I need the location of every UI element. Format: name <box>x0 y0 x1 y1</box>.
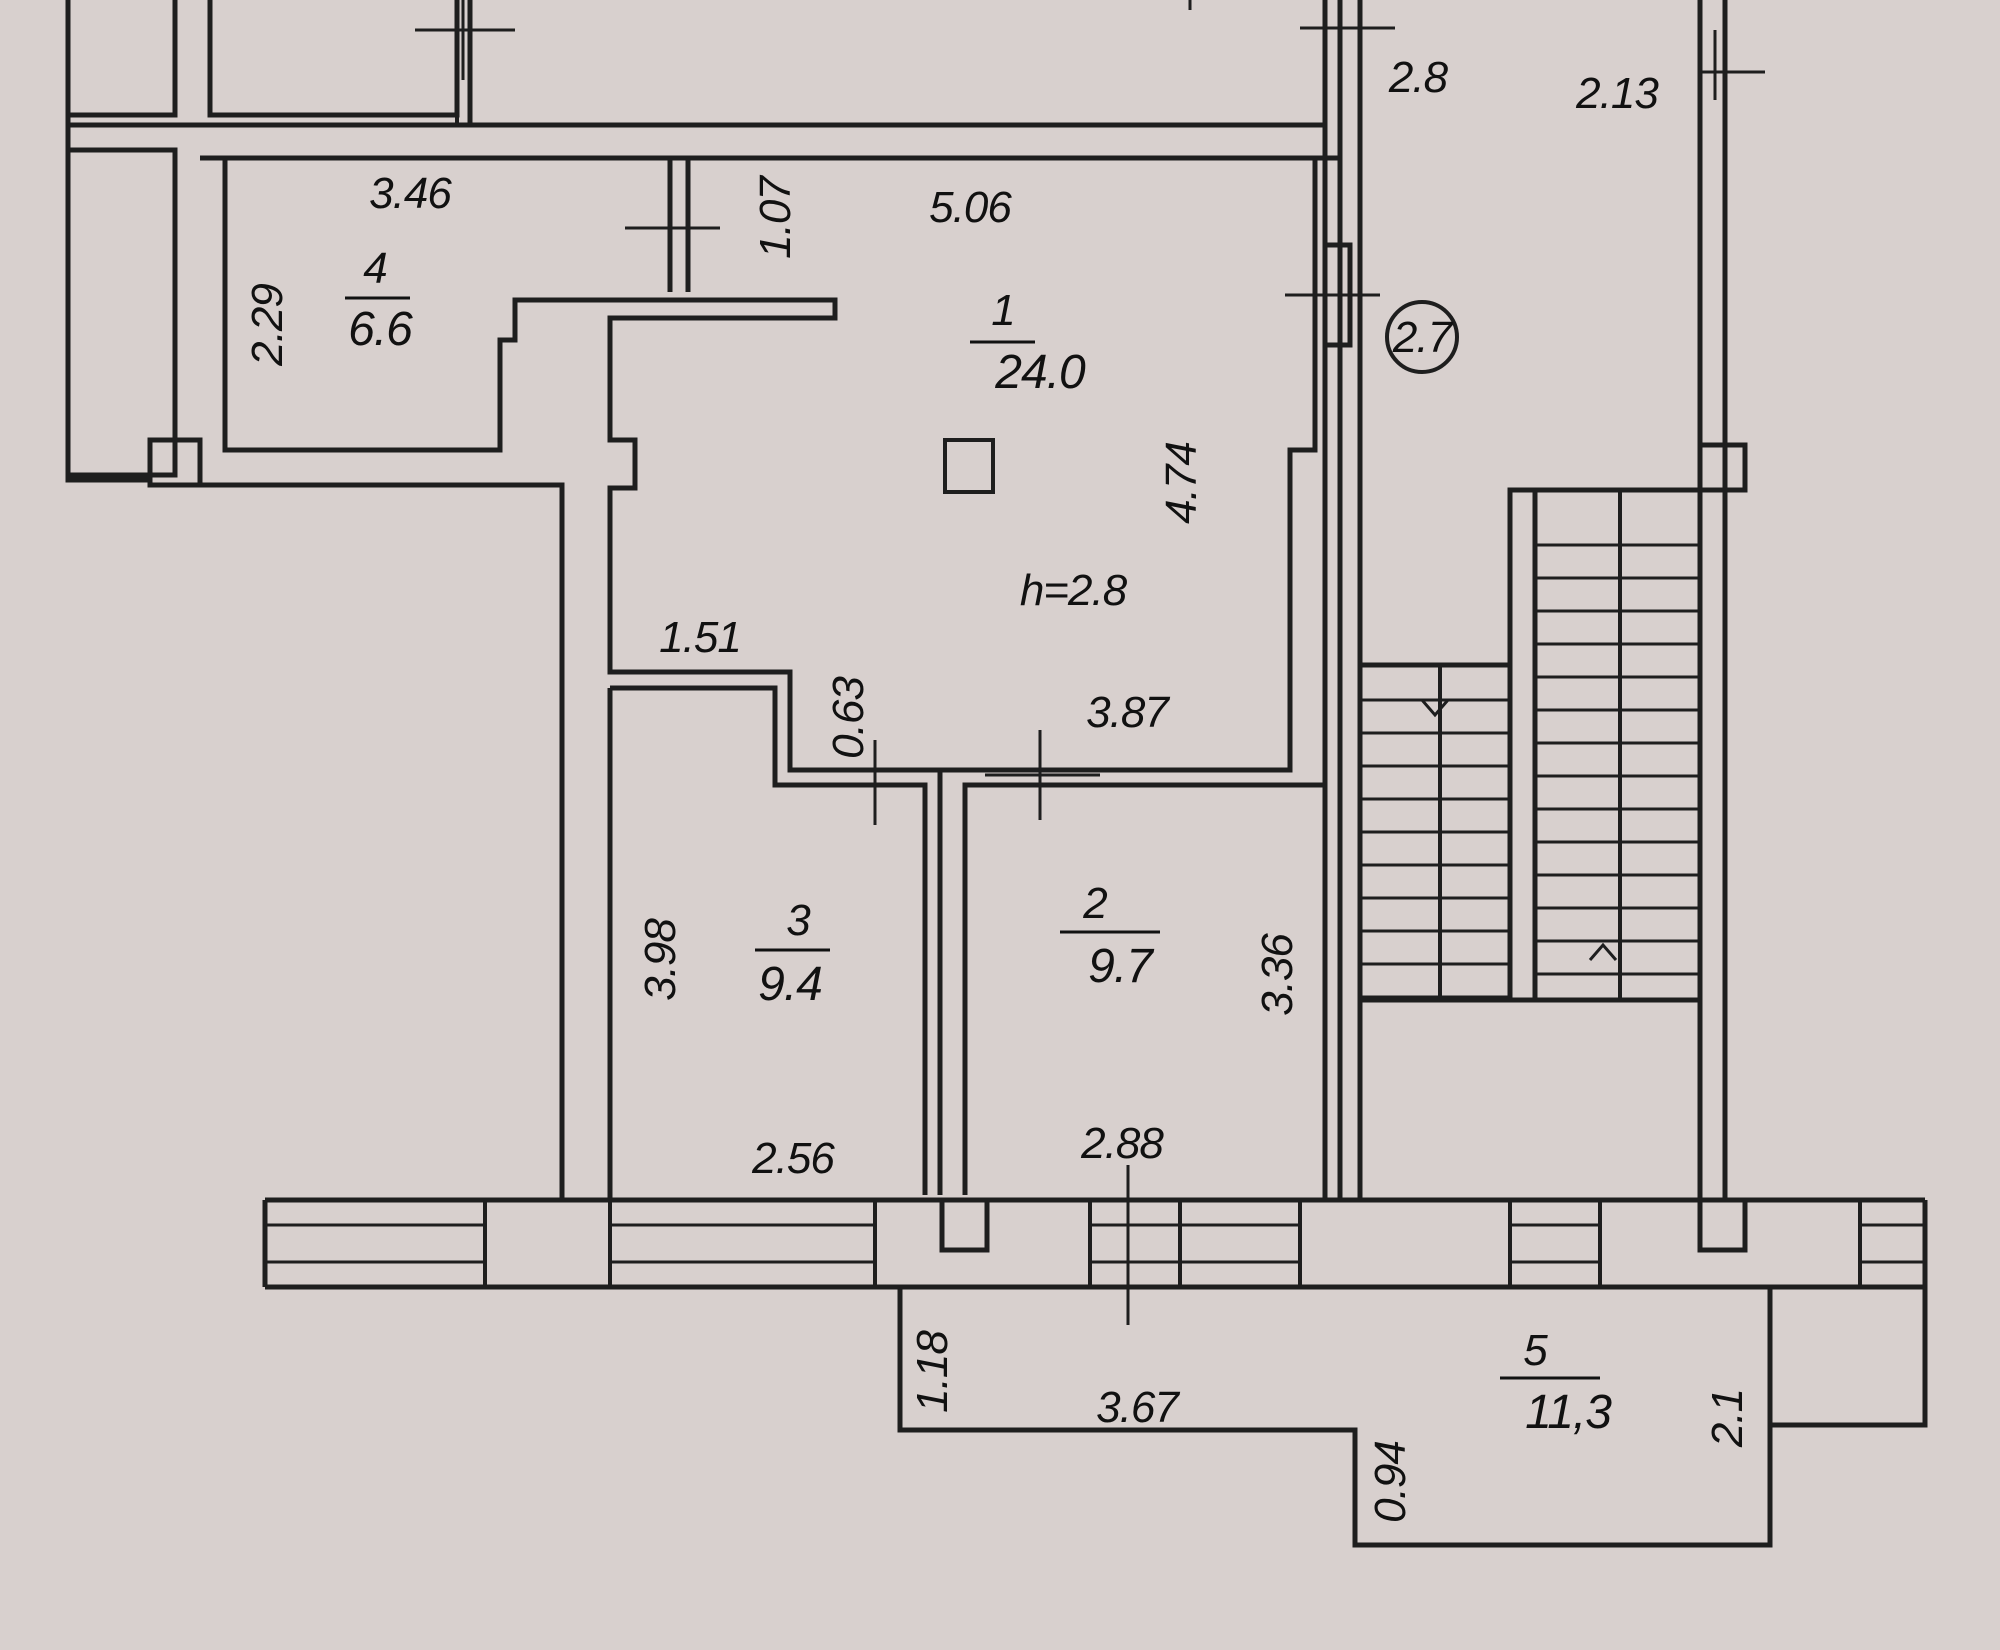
room-labels: 4 6.6 1 24.0 3 9.4 2 9.7 5 11,3 h=2.8 <box>345 244 1613 1439</box>
room-1-outline <box>590 158 1318 773</box>
dim-2-88: 2.88 <box>1080 1119 1164 1168</box>
staircase <box>1357 487 1703 1003</box>
dim-2-56: 2.56 <box>751 1134 835 1183</box>
upper-room-a <box>207 0 460 118</box>
room-5-number: 5 <box>1523 1326 1548 1375</box>
room-2-outline <box>962 782 1328 1195</box>
facade-column <box>1697 1197 1748 1253</box>
dim-1-07: 1.07 <box>751 175 800 259</box>
dim-1-18: 1.18 <box>908 1330 957 1413</box>
room-5-outline <box>897 1287 1773 1548</box>
dim-2-7: 2.7 <box>1392 313 1454 362</box>
room-2-area: 9.7 <box>1088 940 1155 993</box>
room-1-area: 24.0 <box>994 346 1086 399</box>
left-column <box>147 437 203 488</box>
dim-3-98: 3.98 <box>636 918 685 1001</box>
dim-0-63: 0.63 <box>824 676 873 759</box>
room-3-outline <box>610 685 928 1195</box>
facade-wall <box>262 1165 1928 1325</box>
left-shaft <box>65 147 178 478</box>
room-5-area: 11,3 <box>1525 1386 1612 1439</box>
stair-upper-flight <box>1507 487 1703 1003</box>
dim-3-67: 3.67 <box>1096 1383 1180 1432</box>
room-4-outline <box>222 158 590 453</box>
room-4-area: 6.6 <box>348 303 413 356</box>
dim-3-87: 3.87 <box>1086 688 1170 737</box>
dim-3-46: 3.46 <box>369 169 452 218</box>
room-2-walls <box>937 730 1328 1195</box>
upper-room-b <box>467 0 1328 128</box>
windows <box>263 1200 1927 1287</box>
stair-treads <box>1360 543 1700 999</box>
stair-arrow-up <box>1588 942 1618 961</box>
room-5-walls <box>897 1284 1928 1548</box>
dim-3-36: 3.36 <box>1253 933 1302 1016</box>
dim-0-94: 0.94 <box>1366 1441 1415 1523</box>
upper-adjacent-walls <box>65 0 1395 128</box>
facade-column <box>939 1197 990 1253</box>
stair-column <box>1697 442 1748 493</box>
room-3-walls <box>607 685 928 1200</box>
left-outer-wall <box>65 0 150 483</box>
room-3-number: 3 <box>786 896 811 945</box>
dim-2-29: 2.29 <box>243 284 292 367</box>
room-3-area: 9.4 <box>758 958 822 1011</box>
dim-1-51: 1.51 <box>659 613 741 662</box>
dim-5-06: 5.06 <box>929 183 1012 232</box>
room-4-walls <box>222 158 720 453</box>
vent-shaft-square <box>943 438 995 494</box>
left-block-wall <box>200 482 565 1200</box>
dim-4-74: 4.74 <box>1157 442 1206 524</box>
dim-2-13: 2.13 <box>1575 69 1659 118</box>
dim-2-7-circle <box>1385 300 1459 374</box>
dimension-labels: 2.8 2.13 3.46 1.07 5.06 2.29 2.7 4.74 1.… <box>243 53 1752 1523</box>
dim-2-1: 2.1 <box>1703 1389 1752 1448</box>
room-2-number: 2 <box>1082 879 1107 928</box>
upper-left-cell <box>65 0 178 118</box>
ceiling-height: h=2.8 <box>1020 566 1128 615</box>
room-1-number: 1 <box>991 286 1014 335</box>
room-5-niche <box>1770 1284 1928 1428</box>
room-4-number: 4 <box>363 244 386 293</box>
room-1-walls <box>590 125 1380 1200</box>
dim-2-8: 2.8 <box>1388 53 1449 102</box>
stair-arrow-down <box>1420 699 1450 718</box>
